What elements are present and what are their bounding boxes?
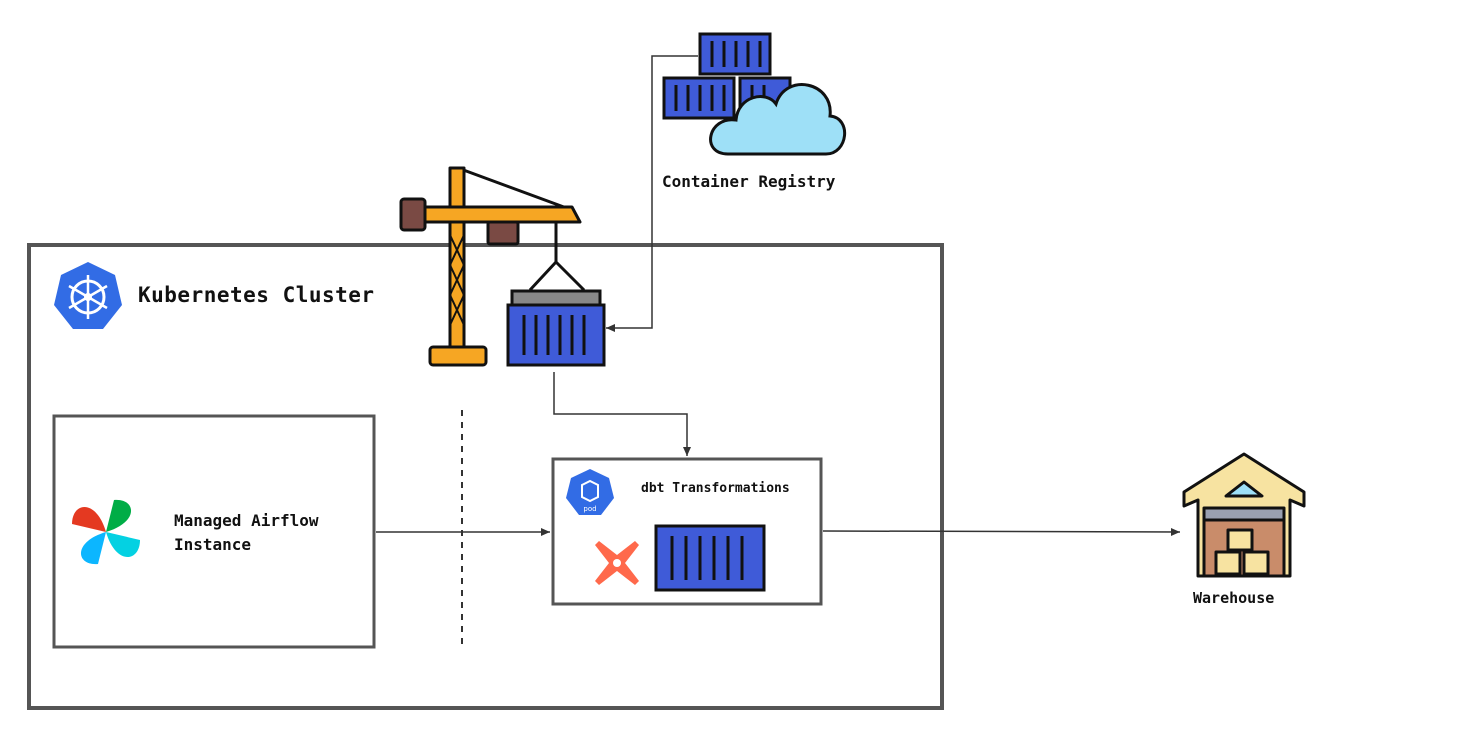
container-stack-cloud-icon	[662, 32, 847, 156]
airflow-title: Managed Airflow Instance	[174, 511, 319, 554]
kubernetes-cluster-box	[27, 243, 944, 710]
crane-icon	[399, 166, 586, 367]
dbt-to-warehouse-arrow	[822, 527, 1181, 536]
shipping-container-icon	[654, 524, 766, 592]
airflow-box	[52, 414, 376, 649]
dbt-title: dbt Transformations	[641, 481, 790, 496]
warehouse-title: Warehouse	[1193, 589, 1275, 607]
kubernetes-helm-icon	[54, 262, 122, 329]
crane-to-dbt-arrow	[553, 372, 691, 456]
cluster-title: Kubernetes Cluster	[138, 283, 375, 307]
hanging-container-icon	[506, 289, 606, 367]
airflow-pinwheel-icon	[72, 499, 140, 565]
warehouse-icon	[1182, 452, 1306, 578]
pod-icon-label: pod	[583, 505, 596, 513]
dbt-box	[551, 457, 823, 606]
registry-to-crane-arrow	[606, 55, 698, 332]
dbt-logo-icon	[595, 541, 639, 585]
registry-title: Container Registry	[662, 172, 836, 191]
kubernetes-pod-icon: pod	[566, 469, 614, 515]
